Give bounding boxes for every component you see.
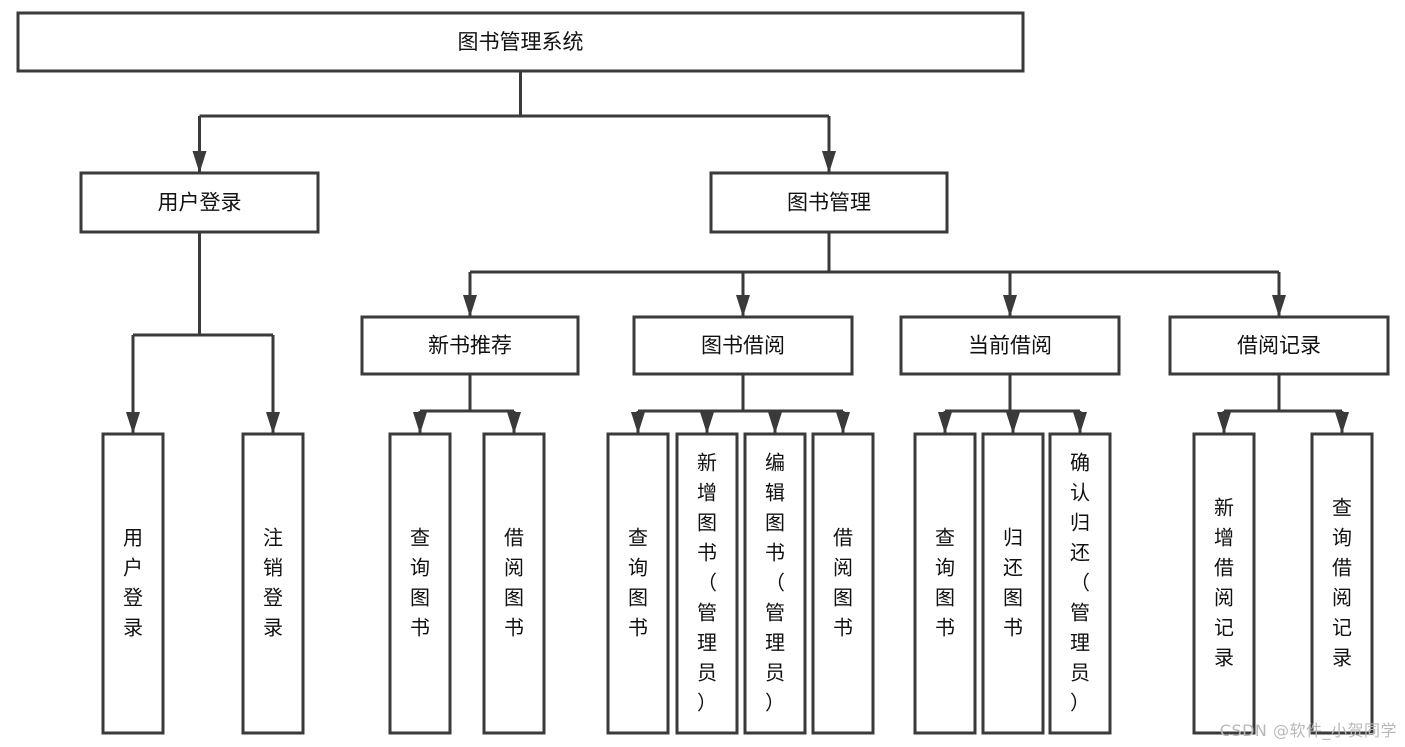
node-box-book-borrow [632,315,854,376]
node-box-leaf-query-book-current [913,432,977,735]
node-label-book-borrow: 图书借阅 [701,334,785,358]
watermark-text: CSDN @软件_小贺同学 [1219,721,1397,740]
node-box-leaf-query-borrow-record [1310,432,1374,735]
node-leaf-confirm-return[interactable]: 确认归还（管理员） [1048,432,1112,735]
node-leaf-query-book-borrow[interactable]: 查询图书 [606,432,670,735]
connector-layer [126,71,1349,434]
node-label-leaf-add-borrow-record: 新增借阅记录 [1214,495,1234,669]
arrow-head-icon-new-book-recommend [463,295,477,317]
node-label-leaf-query-book-rec: 查询图书 [410,525,430,639]
node-leaf-add-borrow-record[interactable]: 新增借阅记录 [1192,432,1256,735]
node-leaf-user-login[interactable]: 用户登录 [101,432,165,735]
arrow-head-icon-leaf-logout [266,412,280,434]
node-label-leaf-add-book: 新增图书（管理员） [697,450,717,714]
node-leaf-query-book-rec[interactable]: 查询图书 [388,432,452,735]
arrow-head-icon-current-borrow [1003,295,1017,317]
node-label-root: 图书管理系统 [458,30,584,54]
arrow-head-icon-leaf-query-book-current [938,412,952,434]
node-root[interactable]: 图书管理系统 [16,11,1025,73]
node-box-root [16,11,1025,73]
arrow-head-icon-leaf-query-book-borrow [631,412,645,434]
node-label-leaf-query-borrow-record: 查询借阅记录 [1332,495,1352,669]
node-layer: 图书管理系统用户登录图书管理新书推荐图书借阅当前借阅借阅记录用户登录注销登录查询… [16,11,1390,735]
node-label-leaf-logout: 注销登录 [263,525,283,639]
arrow-head-icon-leaf-add-borrow-record [1217,412,1231,434]
arrow-head-icon-leaf-borrow-book [836,412,850,434]
arrow-head-icon-leaf-edit-book [768,412,782,434]
node-box-leaf-add-book [675,432,739,735]
node-leaf-add-book[interactable]: 新增图书（管理员） [675,432,739,735]
arrow-head-icon-leaf-query-book-rec [413,412,427,434]
node-book-manage[interactable]: 图书管理 [709,171,949,234]
arrow-head-icon-leaf-confirm-return [1073,412,1087,434]
node-borrow-record[interactable]: 借阅记录 [1168,315,1390,376]
node-user-login[interactable]: 用户登录 [79,171,320,234]
node-box-leaf-borrow-book [811,432,875,735]
node-label-current-borrow: 当前借阅 [968,334,1052,358]
node-leaf-borrow-book-rec[interactable]: 借阅图书 [482,432,546,735]
node-label-user-login: 用户登录 [158,191,242,215]
node-box-leaf-query-book-rec [388,432,452,735]
node-label-leaf-borrow-book: 借阅图书 [833,525,853,639]
arrow-head-icon-leaf-borrow-book-rec [507,412,521,434]
arrow-head-icon-borrow-record [1272,295,1286,317]
node-label-leaf-user-login: 用户登录 [123,525,143,639]
node-label-leaf-confirm-return: 确认归还（管理员） [1070,450,1090,714]
node-box-leaf-borrow-book-rec [482,432,546,735]
node-box-leaf-logout [241,432,305,735]
node-leaf-query-borrow-record[interactable]: 查询借阅记录 [1310,432,1374,735]
node-box-leaf-confirm-return [1048,432,1112,735]
node-label-leaf-return-book: 归还图书 [1003,525,1023,639]
node-leaf-edit-book[interactable]: 编辑图书（管理员） [743,432,807,735]
node-label-new-book-recommend: 新书推荐 [428,334,512,358]
node-leaf-query-book-current[interactable]: 查询图书 [913,432,977,735]
node-box-leaf-return-book [981,432,1045,735]
arrow-head-icon-leaf-add-book [700,412,714,434]
node-box-leaf-add-borrow-record [1192,432,1256,735]
arrow-head-icon-leaf-user-login [126,412,140,434]
arrow-head-icon-book-manage [822,151,836,173]
arrow-head-icon-leaf-return-book [1006,412,1020,434]
node-box-leaf-query-book-borrow [606,432,670,735]
node-label-leaf-edit-book: 编辑图书（管理员） [765,450,785,714]
node-box-new-book-recommend [360,315,580,376]
node-label-leaf-borrow-book-rec: 借阅图书 [504,525,524,639]
arrow-head-icon-leaf-query-borrow-record [1335,412,1349,434]
node-box-borrow-record [1168,315,1390,376]
node-box-book-manage [709,171,949,234]
node-book-borrow[interactable]: 图书借阅 [632,315,854,376]
node-box-user-login [79,171,320,234]
node-label-borrow-record: 借阅记录 [1237,334,1321,358]
node-label-book-manage: 图书管理 [787,191,871,215]
arrow-head-icon-book-borrow [736,295,750,317]
node-label-leaf-query-book-current: 查询图书 [935,525,955,639]
node-box-current-borrow [899,315,1121,376]
node-leaf-borrow-book[interactable]: 借阅图书 [811,432,875,735]
node-new-book-recommend[interactable]: 新书推荐 [360,315,580,376]
node-leaf-return-book[interactable]: 归还图书 [981,432,1045,735]
node-leaf-logout[interactable]: 注销登录 [241,432,305,735]
node-box-leaf-user-login [101,432,165,735]
node-box-leaf-edit-book [743,432,807,735]
arrow-head-icon-user-login [192,151,207,173]
node-current-borrow[interactable]: 当前借阅 [899,315,1121,376]
node-label-leaf-query-book-borrow: 查询图书 [628,525,648,639]
